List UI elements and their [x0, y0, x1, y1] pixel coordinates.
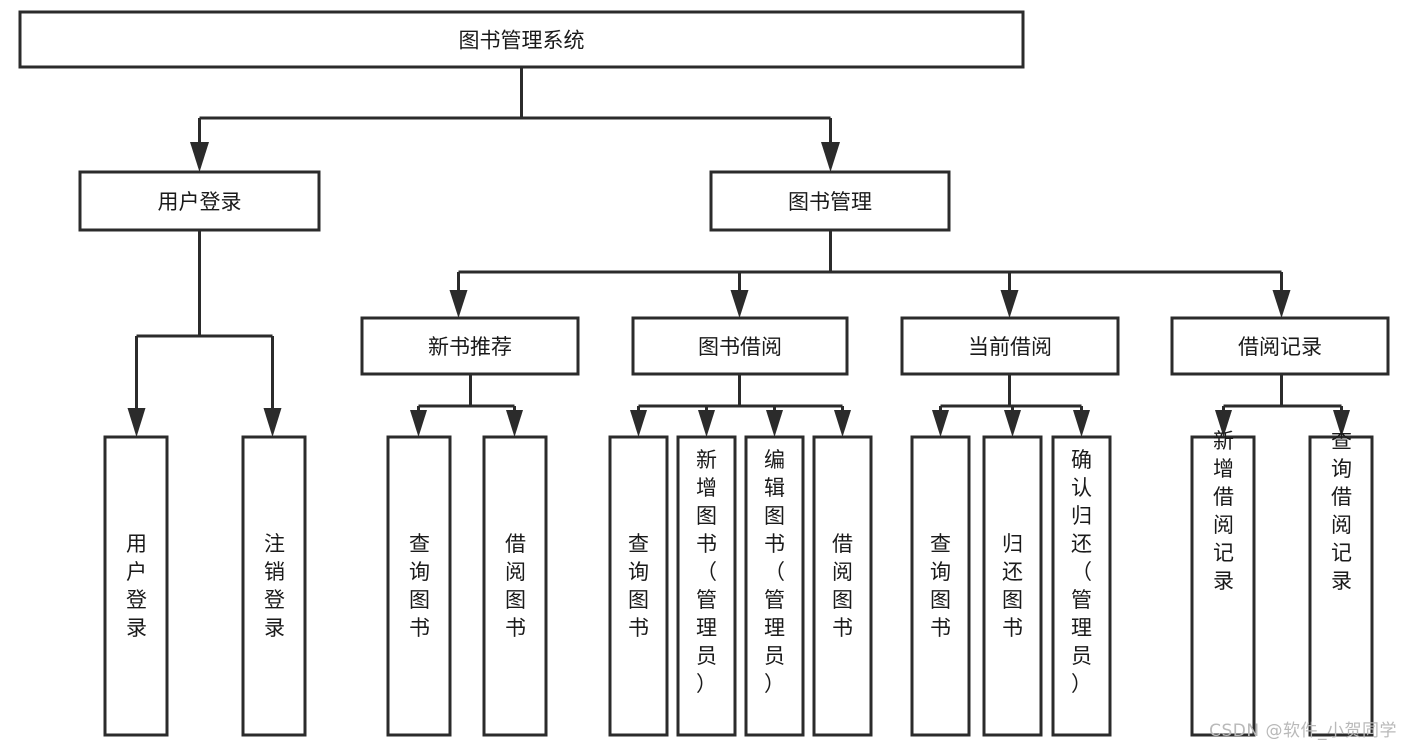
node-label-leaf-query-book-current: 查询图书: [930, 532, 951, 640]
node-leaf-query-book-current[interactable]: 查询图书: [910, 435, 971, 737]
node-box-leaf-return-book: [982, 435, 1043, 737]
arrow-root-to-user-login: [190, 142, 209, 172]
node-label-leaf-user-login: 用户登录: [126, 532, 147, 640]
node-leaf-edit-book-admin[interactable]: 编辑图书（管理员）: [744, 435, 805, 737]
node-box-leaf-add-borrow-record: [1190, 435, 1256, 737]
node-user-login[interactable]: 用户登录: [78, 170, 321, 232]
arrow-userlogin-to-logout: [263, 408, 282, 437]
node-label-leaf-logout: 注销登录: [264, 532, 285, 640]
node-current-borrow[interactable]: 当前借阅: [900, 316, 1120, 376]
node-box-leaf-query-book-borrow: [608, 435, 669, 737]
node-leaf-logout[interactable]: 注销登录: [241, 435, 307, 737]
node-leaf-add-borrow-record[interactable]: 新增借阅记录: [1190, 429, 1256, 737]
arrow-current-to-confirm: [1073, 410, 1090, 437]
node-label-book-management: 图书管理: [788, 190, 872, 214]
arrow-bookmgmt-to-records: [1272, 290, 1291, 318]
node-leaf-lend-book[interactable]: 借阅图书: [812, 435, 873, 737]
node-label-leaf-lend-book: 借阅图书: [832, 532, 853, 640]
arrow-bookmgmt-to-current: [1000, 290, 1019, 318]
arrow-userlogin-to-login: [127, 408, 146, 437]
node-box-leaf-user-login: [103, 435, 169, 737]
node-leaf-query-borrow-record[interactable]: 查询借阅记录: [1308, 429, 1374, 737]
node-leaf-query-book-newbook[interactable]: 查询图书: [386, 435, 452, 737]
node-label-leaf-return-book: 归还图书: [1002, 532, 1023, 640]
node-box-leaf-query-book-newbook: [386, 435, 452, 737]
node-root-system[interactable]: 图书管理系统: [18, 10, 1025, 69]
node-leaf-return-book[interactable]: 归还图书: [982, 435, 1043, 737]
node-box-leaf-borrow-book-newbook: [482, 435, 548, 737]
arrow-bookmgmt-to-borrow: [730, 290, 749, 318]
node-borrow-records[interactable]: 借阅记录: [1170, 316, 1390, 376]
arrow-borrow-to-edit: [766, 410, 783, 437]
node-new-book-recommend[interactable]: 新书推荐: [360, 316, 580, 376]
arrow-borrow-to-query: [630, 410, 647, 437]
arrow-root-to-book-mgmt: [821, 142, 840, 172]
node-box-book-borrow: [631, 316, 849, 376]
node-label-current-borrow: 当前借阅: [968, 335, 1052, 359]
arrow-borrow-to-lend: [834, 410, 851, 437]
node-box-current-borrow: [900, 316, 1120, 376]
arrow-borrow-to-add: [698, 410, 715, 437]
node-box-book-management: [709, 170, 951, 232]
node-box-new-book-recommend: [360, 316, 580, 376]
node-label-borrow-records: 借阅记录: [1238, 335, 1322, 359]
node-box-user-login: [78, 170, 321, 232]
node-leaf-query-book-borrow[interactable]: 查询图书: [608, 435, 669, 737]
node-label-leaf-add-borrow-record: 新增借阅记录: [1213, 429, 1234, 593]
node-label-leaf-query-borrow-record: 查询借阅记录: [1331, 429, 1352, 593]
arrow-newbook-to-borrow: [506, 410, 523, 437]
node-box-leaf-logout: [241, 435, 307, 737]
node-label-leaf-query-book-borrow: 查询图书: [628, 532, 649, 640]
node-box-leaf-query-borrow-record: [1308, 435, 1374, 737]
node-label-root: 图书管理系统: [459, 29, 585, 53]
arrow-records-to-add: [1215, 410, 1232, 437]
node-box-leaf-add-book-admin: [676, 435, 737, 737]
node-label-leaf-add-book-admin: 新增图书（管理员）: [696, 448, 717, 696]
node-book-borrow[interactable]: 图书借阅: [631, 316, 849, 376]
arrow-records-to-query: [1333, 410, 1350, 437]
node-box-leaf-lend-book: [812, 435, 873, 737]
csdn-watermark: CSDN @软件_小贺同学: [1209, 721, 1397, 741]
node-box-leaf-edit-book-admin: [744, 435, 805, 737]
node-label-user-login: 用户登录: [158, 190, 242, 214]
arrow-current-to-query: [932, 410, 949, 437]
node-leaf-confirm-return-admin[interactable]: 确认归还（管理员）: [1051, 435, 1112, 737]
node-book-management[interactable]: 图书管理: [709, 170, 951, 232]
arrow-current-to-return: [1004, 410, 1021, 437]
node-leaf-add-book-admin[interactable]: 新增图书（管理员）: [676, 435, 737, 737]
node-box-leaf-query-book-current: [910, 435, 971, 737]
connector-layer: [127, 67, 1350, 437]
arrow-newbook-to-query: [410, 410, 427, 437]
node-box-root: [18, 10, 1025, 69]
node-label-leaf-edit-book-admin: 编辑图书（管理员）: [764, 448, 785, 696]
node-label-book-borrow: 图书借阅: [698, 335, 782, 359]
node-label-leaf-confirm-return-admin: 确认归还（管理员）: [1071, 448, 1092, 696]
node-label-leaf-query-book-newbook: 查询图书: [409, 532, 430, 640]
node-label-new-book-recommend: 新书推荐: [428, 335, 512, 359]
node-leaf-borrow-book-newbook[interactable]: 借阅图书: [482, 435, 548, 737]
node-label-leaf-borrow-book-newbook: 借阅图书: [505, 532, 526, 640]
node-box-borrow-records: [1170, 316, 1390, 376]
node-leaf-user-login[interactable]: 用户登录: [103, 435, 169, 737]
node-box-leaf-confirm-return-admin: [1051, 435, 1112, 737]
arrow-bookmgmt-to-newbook: [449, 290, 468, 318]
